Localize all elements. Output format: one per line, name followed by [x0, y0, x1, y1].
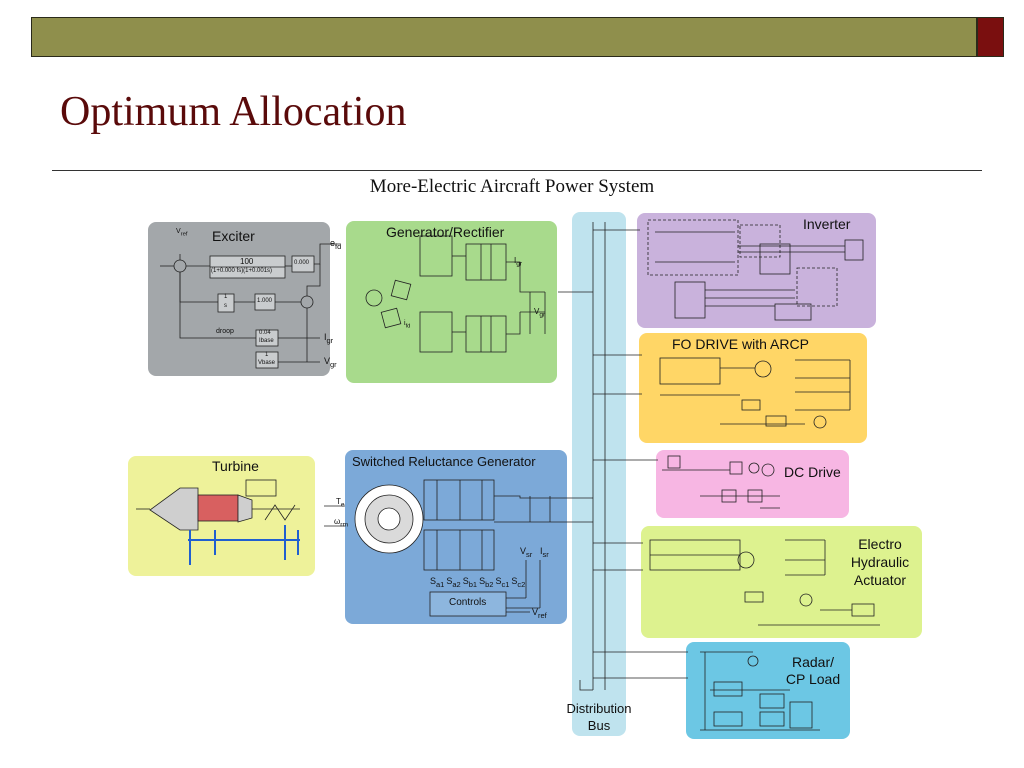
- exciter-integrator-den: s: [224, 303, 227, 309]
- title-divider: [52, 170, 982, 171]
- igr-sub: gr: [326, 335, 334, 345]
- gen-igr-sub: gr: [516, 260, 523, 268]
- sw-c2-sub: c2: [517, 579, 526, 589]
- distribution-bus: [572, 212, 626, 736]
- vgr-symbol: V: [324, 356, 331, 366]
- srg-vref-label: Vref: [532, 607, 547, 620]
- gen-vgr-symbol: V: [534, 307, 540, 316]
- exciter-igr-input: Igr: [324, 332, 333, 345]
- srg-title: Switched Reluctance Generator: [352, 454, 536, 469]
- generator-igr-label: Igr: [514, 256, 522, 268]
- exciter-vref-symbol: V: [176, 228, 181, 235]
- srg-wrm-sub: rm: [340, 521, 349, 529]
- distribution-bus-label: Distribution Bus: [553, 700, 645, 734]
- srg-switch-b2: Sb2: [479, 576, 493, 589]
- exciter-vbase-den: Vbase: [258, 360, 276, 366]
- electro-hydraulic-actuator-block: [641, 526, 922, 638]
- exciter-gain: 100: [240, 257, 254, 266]
- srg-switch-b1: Sb1: [463, 576, 477, 589]
- exciter-vgr-input: Vgr: [324, 356, 337, 369]
- srg-te-symbol: T: [336, 497, 341, 506]
- fo-drive-block: [639, 333, 867, 443]
- sw-b2-symbol: S: [479, 576, 486, 586]
- efd-symbol: e: [330, 238, 336, 248]
- radar-cp-load-block: [686, 642, 850, 739]
- srg-switch-c1: Sc1: [495, 576, 509, 589]
- exciter-vref-label: Vref: [176, 228, 187, 237]
- srg-vsr-symbol: V: [520, 546, 527, 556]
- exciter-vref-sub: ref: [180, 231, 188, 238]
- vgr-sub: gr: [330, 359, 337, 369]
- gen-igr-symbol: I: [514, 256, 517, 265]
- srg-te-label: Te: [336, 497, 345, 509]
- turbine-title: Turbine: [212, 458, 259, 474]
- inverter-title: Inverter: [803, 216, 851, 232]
- srg-vsr-label: Vsr: [520, 546, 532, 559]
- sw-b1-sub: b1: [468, 579, 478, 589]
- sw-a2-symbol: S: [446, 576, 453, 586]
- slide-title: Optimum Allocation: [60, 89, 407, 135]
- exciter-title: Exciter: [212, 228, 255, 244]
- sw-b1-symbol: S: [462, 576, 469, 586]
- bus-label-line2: Bus: [587, 718, 611, 733]
- radar-line1: Radar/: [791, 654, 835, 670]
- sw-a1-sub: a1: [436, 579, 445, 589]
- srg-vref-symbol: V: [532, 607, 539, 617]
- electro-line1: Electro: [858, 536, 902, 552]
- generator-title: Generator/Rectifier: [386, 224, 505, 240]
- srg-switch-labels: Sa1 Sa2 Sb1 Sb2 Sc1 Sc2: [430, 576, 525, 589]
- sw-c1-symbol: S: [495, 576, 502, 586]
- srg-isr-sub: sr: [542, 549, 549, 559]
- generator-ifd-label: ifd: [404, 320, 410, 329]
- radar-title: Radar/ CP Load: [778, 654, 848, 688]
- srg-wrm-label: ωrm: [334, 517, 348, 529]
- exciter-k1: 0.000: [294, 260, 310, 266]
- electro-line2: Hydraulic: [850, 554, 910, 570]
- gen-ifd-symbol: i: [404, 320, 406, 327]
- electro-hydraulic-title: Electro Hydraulic Actuator: [840, 535, 920, 589]
- generator-vgr-label: Vgr: [534, 307, 545, 319]
- bus-label-line1: Distribution: [566, 701, 632, 716]
- fo-drive-title: FO DRIVE with ARCP: [672, 336, 809, 352]
- efd-sub: fd: [335, 241, 342, 251]
- exciter-k2: 1.000: [257, 298, 273, 304]
- srg-controls-label: Controls: [449, 597, 487, 608]
- srg-isr-symbol: I: [540, 546, 543, 556]
- exciter-transfer-function: (1+0.000 fs)(1+0.001s): [211, 268, 273, 274]
- sw-a1-symbol: S: [430, 576, 437, 586]
- gen-vgr-sub: gr: [539, 311, 546, 319]
- igr-symbol: I: [324, 332, 327, 342]
- srg-vref-sub: ref: [538, 610, 547, 620]
- exciter-efd-output: efd: [330, 238, 341, 251]
- exciter-block: [148, 222, 330, 376]
- exciter-droop-num: 0.04: [259, 330, 271, 336]
- srg-isr-label: Isr: [540, 546, 549, 559]
- srg-switch-a1: Sa1: [430, 576, 444, 589]
- radar-line2: CP Load: [785, 671, 841, 687]
- exciter-vbase-num: 1: [265, 352, 269, 358]
- dc-drive-block: [656, 450, 849, 518]
- gen-ifd-sub: fd: [405, 323, 411, 330]
- srg-wrm-symbol: ω: [334, 517, 341, 526]
- exciter-droop-den: Ibase: [259, 338, 274, 344]
- srg-switch-c2: Sc2: [511, 576, 525, 589]
- electro-line3: Actuator: [853, 572, 907, 588]
- sw-c1-sub: c1: [501, 579, 510, 589]
- srg-switch-a2: Sa2: [446, 576, 460, 589]
- sw-c2-symbol: S: [511, 576, 518, 586]
- sw-b2-sub: b2: [485, 579, 494, 589]
- srg-vsr-sub: sr: [526, 549, 533, 559]
- exciter-droop-label: droop: [216, 328, 234, 335]
- srg-te-sub: e: [340, 501, 345, 509]
- exciter-integrator-num: 1: [224, 294, 228, 300]
- header-bar: [31, 17, 977, 57]
- header-accent-square: [977, 17, 1004, 57]
- diagram-caption: More-Electric Aircraft Power System: [369, 176, 655, 197]
- sw-a2-sub: a2: [452, 579, 461, 589]
- dc-drive-title: DC Drive: [784, 464, 841, 480]
